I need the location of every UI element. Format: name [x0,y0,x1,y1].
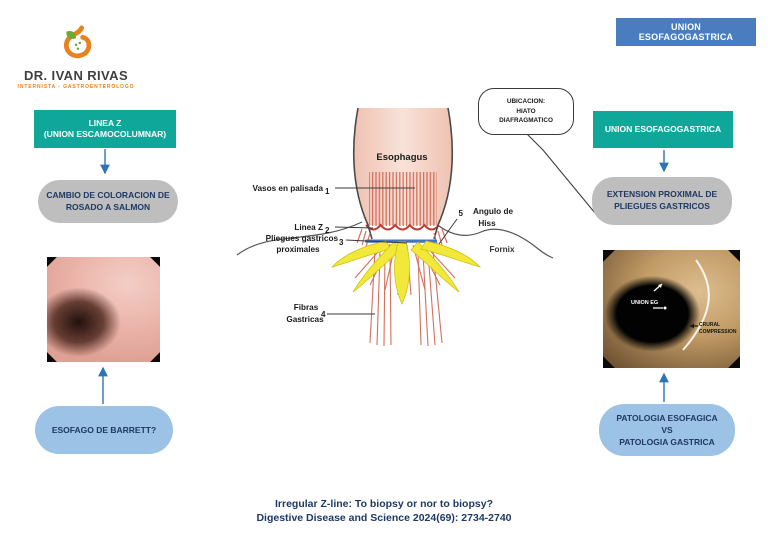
stomach-wall-left [236,221,363,256]
gastric-folds [330,240,482,305]
label-angulo-2: Hiss [478,219,496,228]
label-fibras-num: 4 [321,310,326,319]
citation-source: Digestive Disease and Science 2024(69): … [256,512,512,524]
label-fibras-2: Gastricas [286,315,324,324]
crural-compression-label: CRURAL COMPRESSION [699,322,737,335]
endoscopy-image-right: UNION EG CRURAL COMPRESSION [603,250,740,368]
z-line-wave [365,223,440,231]
label-pliegues-num: 3 [339,238,344,247]
label-proximales: proximales [276,245,320,254]
label-angulo-num: 5 [459,209,464,218]
right-question-box: PATOLOGIA ESOFAGICA VS PATOLOGIA GASTRIC… [599,404,735,456]
union-esofagogastrica-button[interactable]: UNION ESOFAGOGASTRICA [616,18,756,46]
endoscopy-image-left [47,257,160,362]
left-question-box: ESOFAGO DE BARRETT? [35,406,173,454]
label-linea-z: Linea Z [294,223,323,232]
label-angulo-1: Angulo de [473,207,513,216]
endoscopy-left-photo [47,257,160,362]
location-bubble: UBICACION: HIATO DIAFRAGMATICO [478,88,574,135]
logo-name: DR. IVAN RIVAS [23,68,129,83]
label-esophagus: Esophagus [376,152,427,163]
right-finding-box: EXTENSION PROXIMAL DE PLIEGUES GASTRICOS [592,177,732,225]
esophagus-tube [352,107,454,240]
citation-title: Irregular Z-line: To biopsy or nor to bi… [275,498,493,510]
esophagus-diagram: Esophagus Vasos en palisada 1 Linea Z 2 … [236,107,554,347]
label-fibras-1: Fibras [294,303,319,312]
union-eg-label: UNION EG [631,300,659,306]
endoscopy-right-annotations [653,259,710,351]
fornix-curve [438,225,554,259]
label-pointer-lines [327,187,458,315]
endoscopy-right-photo: UNION EG CRURAL COMPRESSION [603,250,740,368]
palisade-vessels [369,172,437,226]
label-vasos-num: 1 [325,187,330,196]
logo: DR. IVAN RIVAS INTERNISTA - GASTROENTERO… [14,24,138,90]
label-fornix: Fornix [489,245,514,254]
stomach-logo-icon [63,25,92,59]
label-vasos: Vasos en palisada [252,184,323,193]
logo-subtitle: INTERNISTA - GASTROENTEROLOGO [17,84,135,90]
label-pliegues: Pliegues gastricos [266,234,339,243]
label-linea-z-num: 2 [325,226,330,235]
right-header-box: UNION ESOFAGOGASTRICA [593,111,733,148]
left-header-box: LINEA Z (UNION ESCAMOCOLUMNAR) [34,110,176,148]
left-finding-box: CAMBIO DE COLORACION DE ROSADO A SALMON [38,180,178,223]
